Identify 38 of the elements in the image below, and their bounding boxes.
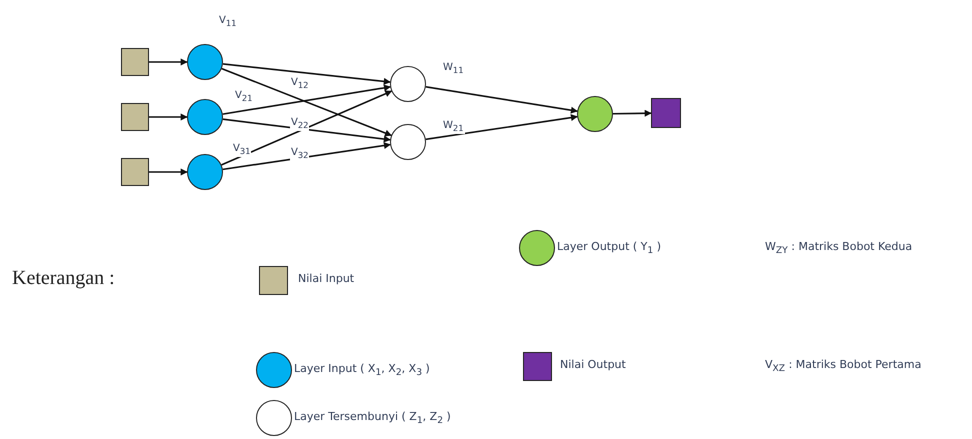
arrow [426, 86, 578, 114]
arrow [612, 110, 652, 117]
circle-node [187, 44, 223, 80]
arrow [221, 68, 392, 136]
legend-label: Nilai Input [298, 272, 354, 286]
edge-label: V$_{22}$ [290, 117, 310, 131]
circle-node [187, 154, 223, 190]
edge-label: W$_{11}$ [442, 62, 464, 76]
note-text: W$_{ZY}$ : Matriks Bobot Kedua [765, 240, 912, 258]
arrow [149, 58, 188, 66]
arrow [222, 63, 391, 85]
circle-node [390, 124, 426, 160]
edge-label: V$_{11}$ [218, 15, 238, 29]
edge-label: W$_{21}$ [442, 120, 464, 134]
legend-label: Layer Input ( X$_{1}$, X$_{2}$, X$_{3}$ ) [294, 362, 430, 380]
arrow [222, 142, 391, 170]
square-node [121, 103, 149, 131]
edge-label: V$_{21}$ [234, 90, 254, 104]
square-node [651, 98, 681, 128]
edge-label: V$_{32}$ [290, 147, 310, 161]
arrow [149, 114, 188, 120]
circle-node [390, 66, 426, 102]
legend-title: Keterangan : [12, 266, 115, 290]
arrow [221, 90, 392, 166]
edge-label: V$_{12}$ [290, 77, 310, 91]
arrow [149, 168, 188, 176]
square-node [121, 158, 149, 186]
edge-label: V$_{31}$ [232, 143, 252, 157]
square-node [121, 48, 149, 76]
legend-label: Nilai Output [560, 358, 626, 372]
circle-node [187, 99, 223, 135]
circle-node [577, 96, 613, 132]
arrow [222, 118, 391, 142]
legend-label: Layer Output ( Y$_{1}$ ) [557, 240, 662, 258]
arrow [426, 114, 578, 140]
arrow [222, 84, 391, 115]
legend-label: Layer Tersembunyi ( Z$_{1}$, Z$_{2}$ ) [294, 410, 451, 428]
note-text: V$_{XZ}$ : Matriks Bobot Pertama [765, 358, 922, 376]
